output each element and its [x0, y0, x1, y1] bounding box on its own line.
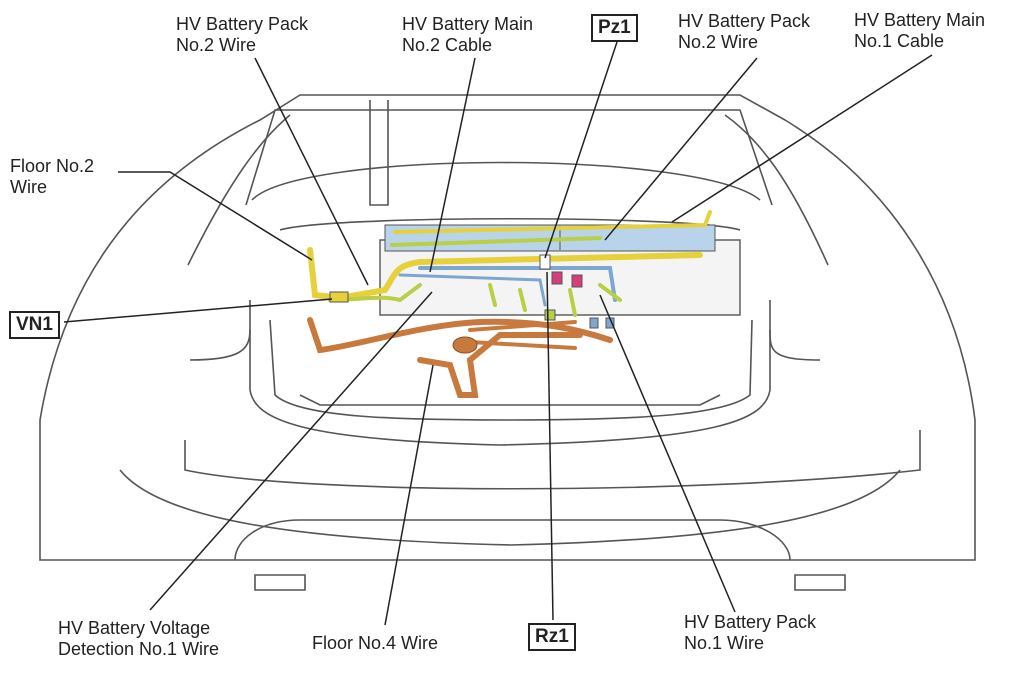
label-line: Floor No.4 Wire — [312, 633, 439, 653]
label-floor-no4-wire: Floor No.4 Wire — [312, 633, 438, 654]
connectors — [329, 254, 615, 329]
label-line: HV Battery Main — [402, 14, 534, 34]
label-hv-voltage-detection: HV Battery Voltage Detection No.1 Wire — [58, 618, 219, 660]
label-line: Wire — [10, 177, 47, 197]
label-line: Detection No.1 Wire — [58, 639, 220, 659]
connector-vn1: VN1 — [9, 311, 60, 339]
label-line: HV Battery Voltage — [58, 618, 211, 638]
label-line: No.2 Wire — [176, 35, 257, 55]
label-line: HV Battery Main — [854, 10, 986, 30]
leader-lines — [63, 41, 933, 626]
label-line: No.1 Cable — [854, 31, 945, 51]
label-line: No.2 Wire — [678, 32, 759, 52]
label-floor-no2-wire: Floor No.2 Wire — [10, 156, 94, 198]
car-body-outline — [39, 94, 976, 591]
wire-harnesses — [307, 210, 712, 398]
label-line: HV Battery Pack — [678, 11, 811, 31]
label-line: Floor No.2 — [10, 156, 95, 176]
connector-rz1: Rz1 — [528, 623, 576, 651]
label-hv-pack-no1-wire: HV Battery Pack No.1 Wire — [684, 612, 816, 654]
label-hv-main-no2-cable: HV Battery Main No.2 Cable — [402, 14, 533, 56]
label-hv-main-no1-cable: HV Battery Main No.1 Cable — [854, 10, 985, 52]
connector-pz1: Pz1 — [591, 14, 638, 42]
label-line: No.1 Wire — [684, 633, 765, 653]
label-hv-pack-no2-wire-left: HV Battery Pack No.2 Wire — [176, 14, 308, 56]
label-line: No.2 Cable — [402, 35, 493, 55]
label-hv-pack-no2-wire-right: HV Battery Pack No.2 Wire — [678, 11, 810, 53]
label-line: HV Battery Pack — [684, 612, 817, 632]
label-line: HV Battery Pack — [176, 14, 309, 34]
